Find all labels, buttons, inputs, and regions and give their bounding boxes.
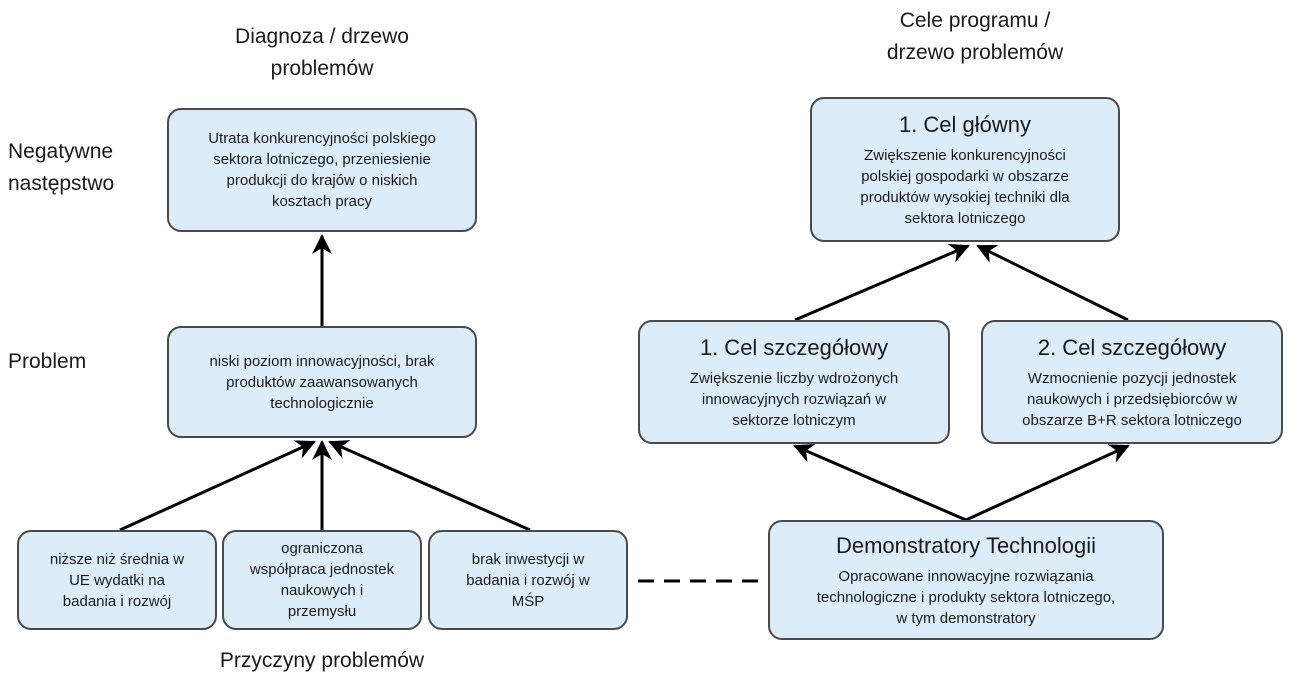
arrow-demo-to-goal2 (965, 444, 1130, 522)
causes-label: Przyczyny problemów (219, 649, 425, 672)
demonstrators-box: Demonstratory Technologii Opracowane inn… (768, 520, 1164, 640)
goal1-box: 1. Cel szczegółowy Zwiększenie liczby wd… (638, 320, 950, 444)
arrow-goal2-to-main (976, 244, 1129, 322)
arrow-cause3-to-problem (328, 440, 531, 532)
arrow-goal1-to-main (794, 243, 970, 322)
arrow-demo-to-goal1 (793, 443, 967, 522)
cause-box-investment: brak inwestycji w badania i rozwój w MŚP (428, 530, 628, 630)
main-goal-box: 1. Cel główny Zwiększenie konkurencyjnoś… (810, 97, 1120, 242)
cause-box-spending: niższe niż średnia w UE wydatki na badan… (17, 530, 217, 630)
cause-box-cooperation: ograniczona współpraca jednostek naukowy… (222, 530, 422, 630)
consequence-box: Utrata konkurencyjności polskiego sektor… (167, 108, 477, 232)
right-title: Cele programu /drzewo problemów (886, 9, 1064, 64)
problem-box: niski poziom innowacyjności, brak produk… (167, 326, 477, 438)
arrow-cause1-to-problem (119, 440, 316, 532)
problem-label: Problem (8, 350, 87, 373)
goal2-box: 2. Cel szczegółowy Wzmocnienie pozycji j… (981, 320, 1283, 444)
